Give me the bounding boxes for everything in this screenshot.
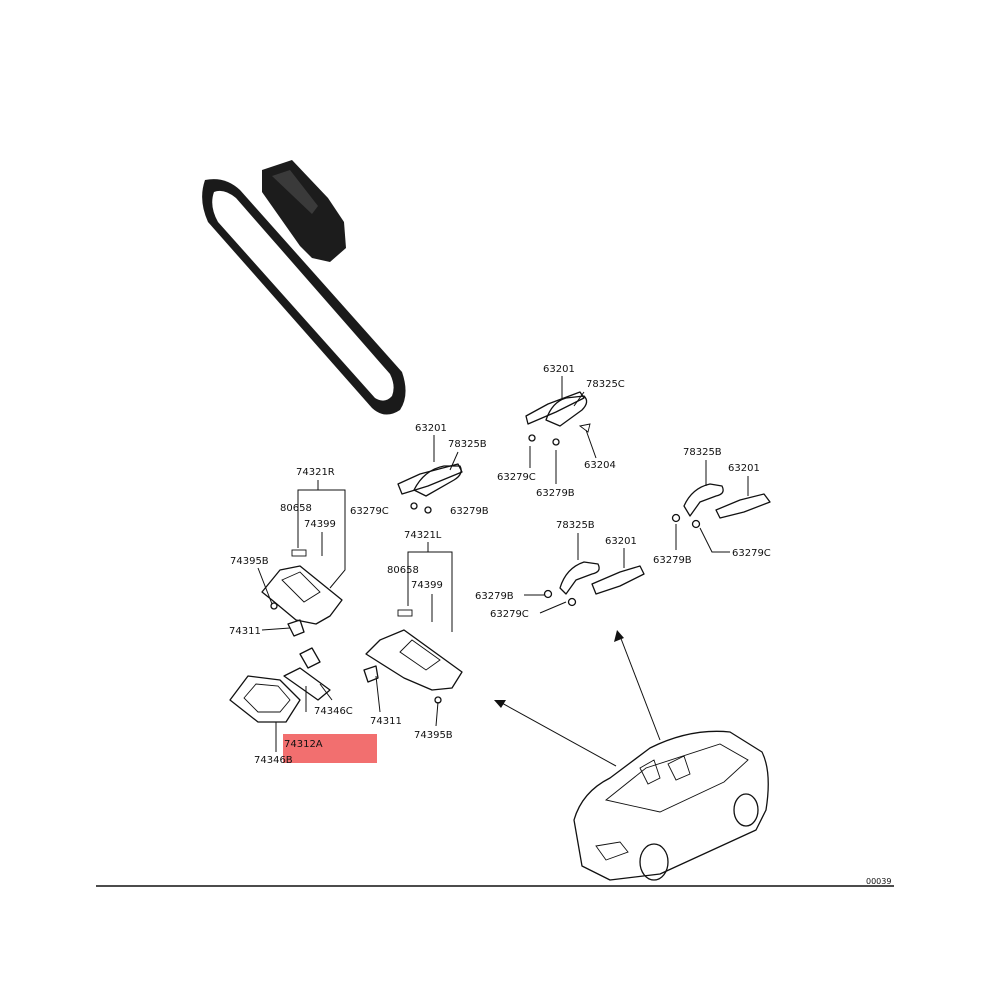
label-63279b-top: 63279B bbox=[536, 488, 575, 499]
grip-bracket-right bbox=[715, 493, 771, 519]
lamp-cover-74346c bbox=[299, 647, 321, 669]
car-interior-markers bbox=[639, 755, 691, 785]
label-63279b-mid: 63279B bbox=[450, 506, 489, 517]
label-63279b-center: 63279B bbox=[475, 591, 514, 602]
grip-bracket-center bbox=[591, 565, 645, 595]
lamp-housing-74346b bbox=[229, 675, 301, 723]
sunvisor-group-right: 74321R 80658 74399 74395B 74311 bbox=[229, 467, 346, 637]
grip-handle-right bbox=[683, 483, 724, 517]
label-74399-l: 74399 bbox=[411, 580, 443, 591]
label-63201-top: 63201 bbox=[543, 364, 575, 375]
label-74346c: 74346C bbox=[314, 706, 353, 717]
sunvisor-right bbox=[261, 565, 343, 625]
clip-63279b-right bbox=[671, 513, 681, 523]
label-63204: 63204 bbox=[584, 460, 616, 471]
label-74399-r: 74399 bbox=[304, 519, 336, 530]
label-74395b-l: 74395B bbox=[414, 730, 453, 741]
lamp-lens-74346b bbox=[243, 683, 291, 713]
location-arrows bbox=[494, 630, 661, 767]
sunvisor-right-mirror bbox=[281, 571, 321, 603]
label-63279c-center: 63279C bbox=[490, 609, 529, 620]
vehicle-outline bbox=[573, 730, 769, 881]
label-63279c-right: 63279C bbox=[732, 548, 771, 559]
grip-group-center: 78325B 63201 63279B 63279C bbox=[475, 520, 645, 620]
clip-63279b-center bbox=[543, 589, 553, 599]
car-front-wheel bbox=[639, 843, 669, 881]
clip-63279c-center bbox=[567, 597, 577, 607]
label-80658-r: 80658 bbox=[280, 503, 312, 514]
grip-handle-mid bbox=[413, 465, 462, 497]
label-63201-mid: 63201 bbox=[415, 423, 447, 434]
label-78325b-center: 78325B bbox=[556, 520, 595, 531]
rearview-mirror bbox=[202, 160, 406, 415]
grip-group-right: 78325B 63201 63279B 63279C bbox=[653, 447, 771, 566]
screw-74395b-l bbox=[434, 696, 442, 704]
sunvisor-left-mirror bbox=[399, 639, 441, 671]
car-headlight bbox=[595, 841, 629, 861]
label-63279b-right: 63279B bbox=[653, 555, 692, 566]
lamp-74312a bbox=[283, 667, 331, 701]
label-74395b-r: 74395B bbox=[230, 556, 269, 567]
clip-63279c-top bbox=[528, 434, 536, 442]
label-74311-r: 74311 bbox=[229, 626, 261, 637]
grip-bracket-mid bbox=[397, 463, 463, 495]
label-63201-right: 63201 bbox=[728, 463, 760, 474]
label-63201-center: 63201 bbox=[605, 536, 637, 547]
clip-63279b-top bbox=[552, 438, 560, 446]
mirror-mount-socket bbox=[272, 170, 318, 214]
holder-74311-r bbox=[287, 619, 305, 637]
grip-handle-top bbox=[545, 395, 588, 427]
label-card-80658-r bbox=[291, 549, 307, 557]
grip-group-mid: 63201 78325B 63279C 63279B bbox=[350, 423, 489, 517]
holder-74311-l bbox=[363, 665, 379, 683]
label-card-80658-l bbox=[397, 609, 413, 617]
label-63279c-mid: 63279C bbox=[350, 506, 389, 517]
car-rear-wheel bbox=[733, 793, 759, 827]
diagram-code: 00039 bbox=[866, 877, 891, 886]
arrow-to-grips bbox=[619, 635, 661, 741]
label-74311-l: 74311 bbox=[370, 716, 402, 727]
car-body bbox=[573, 730, 769, 881]
lamp-group: 74346C 74312A 74346B bbox=[229, 647, 377, 766]
screw-74395b-r bbox=[270, 602, 278, 610]
label-74321r: 74321R bbox=[296, 467, 335, 478]
sunvisor-group-left: 74321L 80658 74399 74311 74395B bbox=[363, 530, 463, 741]
clip-63279c-right bbox=[691, 519, 701, 529]
label-78325c: 78325C bbox=[586, 379, 625, 390]
mirror-glass bbox=[212, 190, 394, 401]
cap-63204 bbox=[578, 423, 591, 433]
clip-63279c-mid bbox=[410, 502, 418, 510]
label-80658-l: 80658 bbox=[387, 565, 419, 576]
grip-group-top: 63201 78325C 63279C 63204 63279B bbox=[497, 364, 625, 499]
highlight-74312a bbox=[283, 734, 377, 763]
clip-63279b-mid bbox=[424, 506, 432, 514]
label-74312a: 74312A bbox=[284, 739, 323, 750]
label-63279c-top: 63279C bbox=[497, 472, 536, 483]
label-74346b: 74346B bbox=[254, 755, 293, 766]
label-78325b-mid: 78325B bbox=[448, 439, 487, 450]
grip-bracket-top bbox=[525, 391, 585, 425]
label-78325b-right: 78325B bbox=[683, 447, 722, 458]
car-roof-glass bbox=[604, 743, 749, 813]
arrow-to-visors bbox=[499, 701, 617, 767]
sunvisor-left bbox=[365, 629, 463, 691]
grip-handle-center bbox=[559, 561, 600, 595]
label-74321l: 74321L bbox=[404, 530, 442, 541]
